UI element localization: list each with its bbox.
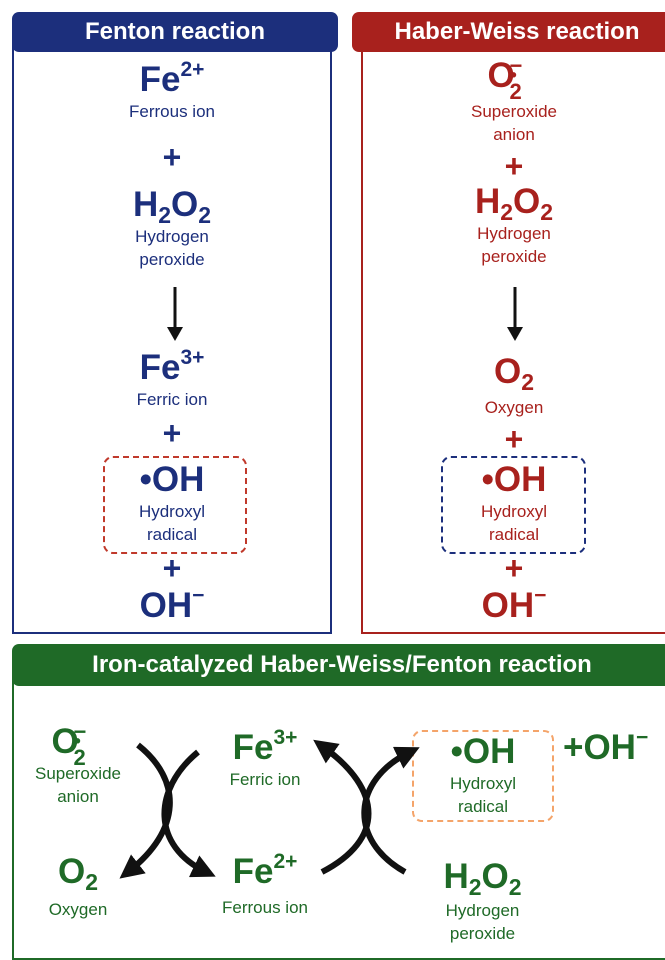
fenton-column: Fe2+ Ferrous ion + H2O2 Hydrogen peroxid… <box>12 58 332 271</box>
hw-superoxide-name-1: Superoxide <box>470 102 557 121</box>
fenton-plus-2: + <box>162 415 182 451</box>
fenton-plus-3: + <box>162 550 182 586</box>
ic-radical-formula: •OH <box>450 732 516 771</box>
iron-catalyzed-panel <box>12 660 665 960</box>
ic-h2o2-name-2: peroxide <box>449 924 516 943</box>
ic-h2o2-name-1: Hydrogen <box>445 901 520 920</box>
ic-oxygen-formula: O2 <box>57 852 99 895</box>
fenton-radical-box <box>103 456 247 554</box>
hw-h2o2-name-2: peroxide <box>481 247 547 266</box>
ic-ferric-name: Ferric ion <box>229 770 301 789</box>
hw-plus-3: + <box>504 550 524 586</box>
fenton-header: Fenton reaction <box>12 12 338 52</box>
ic-arrow-peroxide-to-radical <box>361 746 420 875</box>
ic-ferrous-formula: Fe2+ <box>232 850 298 891</box>
haber-weiss-header: Haber-Weiss reaction <box>352 12 665 52</box>
fenton-radical-name-2: radical <box>146 525 198 544</box>
haber-weiss-title: Haber-Weiss reaction <box>394 18 640 45</box>
ic-ferrous-name: Ferrous ion <box>222 898 308 917</box>
fenton-h2o2-name-1: Hydrogen <box>135 227 209 246</box>
fenton-ferrous-formula: Fe2+ <box>139 58 205 99</box>
haber-weiss-column: O−•2 Superoxide anion + H2O2 Hydrogen pe… <box>357 53 665 268</box>
fenton-h2o2-formula: H2O2 <box>132 185 212 228</box>
ic-superoxide: O−•2 Superoxide anion <box>18 719 138 808</box>
fenton-title: Fenton reaction <box>84 18 265 45</box>
hw-h2o2-name-1: Hydrogen <box>477 224 551 243</box>
iron-catalyzed-title: Iron-catalyzed Haber-Weiss/Fenton reacti… <box>92 651 592 678</box>
fenton-radical: •OH Hydroxyl radical + OH− <box>12 460 332 626</box>
iron-catalyzed-header: Iron-catalyzed Haber-Weiss/Fenton reacti… <box>12 644 665 686</box>
hw-radical: •OH Hydroxyl radical + OH− <box>357 460 665 626</box>
hw-hydroxide-formula: OH− <box>481 584 547 625</box>
ic-ferrous: Fe2+ Ferrous ion <box>200 850 330 919</box>
fenton-reaction-arrow <box>167 287 183 341</box>
hw-products: O2 Oxygen + <box>357 352 665 455</box>
hw-plus-1: + <box>504 148 524 184</box>
ic-radical: •OH Hydroxyl radical <box>412 732 554 818</box>
fenton-radical-name-1: Hydroxyl <box>138 502 206 521</box>
hw-radical-name-2: radical <box>488 525 540 544</box>
ic-ferric-formula: Fe3+ <box>232 726 298 767</box>
ic-h2o2-formula: H2O2 <box>443 857 522 900</box>
ic-superoxide-name-1: Superoxide <box>34 764 121 783</box>
fenton-hydroxide-formula: OH− <box>139 584 205 625</box>
hw-h2o2-formula: H2O2 <box>474 182 554 225</box>
ic-arrow-ferric-to-ferrous <box>161 749 216 878</box>
fenton-radical-formula: •OH <box>139 460 205 499</box>
ic-arrow-ferrous-to-ferric <box>313 739 372 875</box>
hw-reaction-arrow <box>507 287 523 341</box>
hw-plus-2: + <box>504 421 524 457</box>
fenton-plus-1: + <box>162 139 182 175</box>
ic-plus-hydroxide: +OH− <box>563 728 649 767</box>
hw-radical-formula: •OH <box>481 460 547 499</box>
ic-radical-box <box>412 730 554 822</box>
ic-oxygen-name: Oxygen <box>48 900 108 919</box>
hw-oxygen-name: Oxygen <box>484 398 544 417</box>
hw-radical-name-1: Hydroxyl <box>480 502 548 521</box>
fenton-h2o2-name-2: peroxide <box>139 250 205 269</box>
fenton-ferric-name: Ferric ion <box>136 390 208 409</box>
fenton-ferric-formula: Fe3+ <box>139 346 205 387</box>
hw-oxygen-formula: O2 <box>493 352 535 395</box>
ic-arrow-superoxide-to-oxygen <box>119 742 173 879</box>
hw-radical-box <box>441 456 586 554</box>
ic-oxygen: O2 Oxygen <box>18 852 138 921</box>
ic-ferric: Fe3+ Ferric ion <box>205 726 325 791</box>
ic-radical-name-1: Hydroxyl <box>449 774 517 793</box>
hw-superoxide-name-2: anion <box>493 125 535 144</box>
ic-superoxide-name-2: anion <box>57 787 99 806</box>
fenton-ferrous-name: Ferrous ion <box>129 102 215 121</box>
ic-superoxide-formula: O−•2 <box>51 719 87 770</box>
hw-superoxide-formula: O−•2 <box>487 53 523 104</box>
ic-radical-name-2: radical <box>457 797 509 816</box>
ic-h2o2: H2O2 Hydrogen peroxide <box>420 857 545 945</box>
fenton-products: Fe3+ Ferric ion + <box>12 346 332 451</box>
